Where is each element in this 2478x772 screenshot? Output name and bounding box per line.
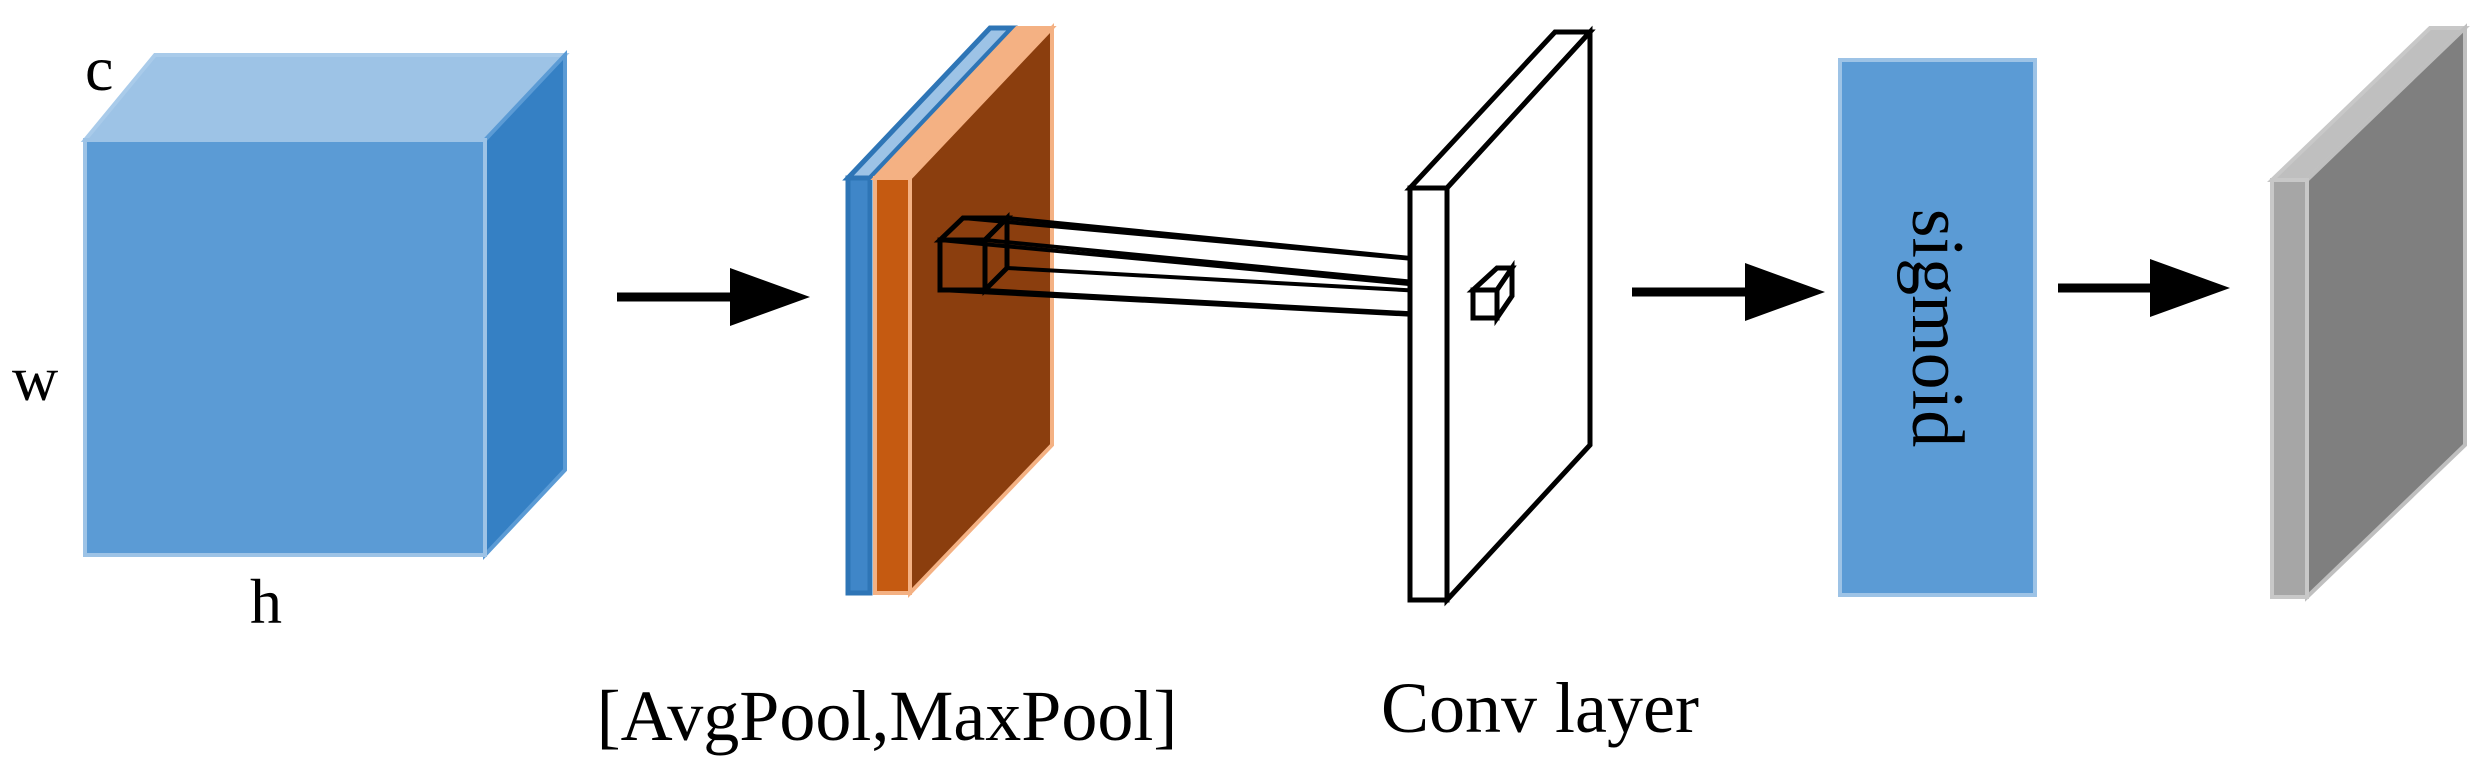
input-feature-cube xyxy=(80,49,570,561)
kernel-cube-source xyxy=(933,211,1014,297)
output-map-side xyxy=(2305,23,2467,602)
label-c: c xyxy=(85,33,113,104)
arrow-2 xyxy=(1632,263,1825,321)
conv-layer-plane xyxy=(1404,25,1596,607)
cube-front-face xyxy=(83,138,487,557)
cube-top-face xyxy=(80,53,570,142)
conv-plane-side xyxy=(1444,25,1593,607)
conv-layer-label: Conv layer xyxy=(1381,668,1699,748)
arrow-1 xyxy=(617,268,810,326)
pool-label: [AvgPool,MaxPool] xyxy=(597,676,1178,756)
avgpool-map-front xyxy=(845,175,873,596)
maxpool-map-front xyxy=(873,176,912,595)
conv-plane-front xyxy=(1407,185,1450,603)
pooled-feature-maps xyxy=(842,22,1057,598)
sigmoid-block xyxy=(1838,58,2037,597)
label-w: w xyxy=(12,343,58,414)
kernel-cube-target xyxy=(1466,259,1517,327)
cube-side-face xyxy=(483,49,567,561)
label-h: h xyxy=(250,566,282,637)
output-map-front xyxy=(2270,178,2309,599)
arrow-3 xyxy=(2058,259,2230,317)
output-attention-map xyxy=(2267,23,2470,602)
sigmoid-label: sigmoid xyxy=(1896,209,1978,447)
